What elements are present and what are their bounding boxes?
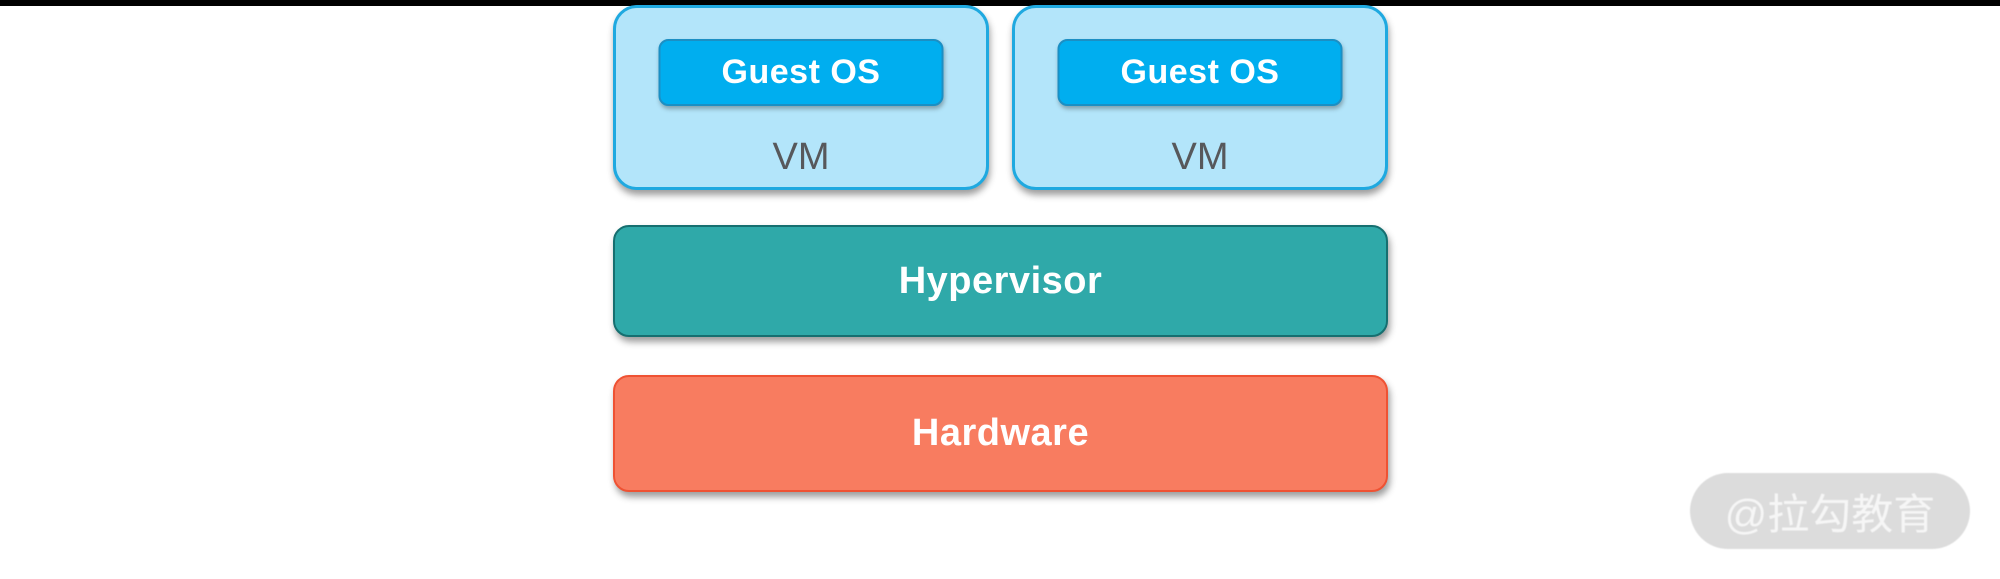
vm-label-text: VM bbox=[772, 135, 830, 178]
hypervisor-layer: Hypervisor bbox=[613, 225, 1388, 337]
guest-os-label: Guest OS bbox=[721, 53, 881, 91]
guest-os-label: Guest OS bbox=[1120, 53, 1280, 91]
watermark-badge: @拉勾教育 bbox=[1690, 473, 1970, 549]
vm-label-1: VM bbox=[616, 132, 986, 182]
hardware-layer: Hardware bbox=[613, 375, 1388, 492]
vm-box-1: Guest OS VM bbox=[613, 5, 989, 190]
vm-label-2: VM bbox=[1015, 132, 1385, 182]
top-black-bar bbox=[0, 0, 2000, 6]
watermark-text: @拉勾教育 bbox=[1724, 490, 1936, 538]
hardware-label: Hardware bbox=[911, 412, 1090, 454]
vm-label-text: VM bbox=[1171, 135, 1229, 178]
guest-os-badge-1: Guest OS bbox=[658, 39, 944, 106]
hypervisor-label: Hypervisor bbox=[898, 259, 1103, 302]
guest-os-badge-2: Guest OS bbox=[1057, 39, 1343, 106]
vm-box-2: Guest OS VM bbox=[1012, 5, 1388, 190]
